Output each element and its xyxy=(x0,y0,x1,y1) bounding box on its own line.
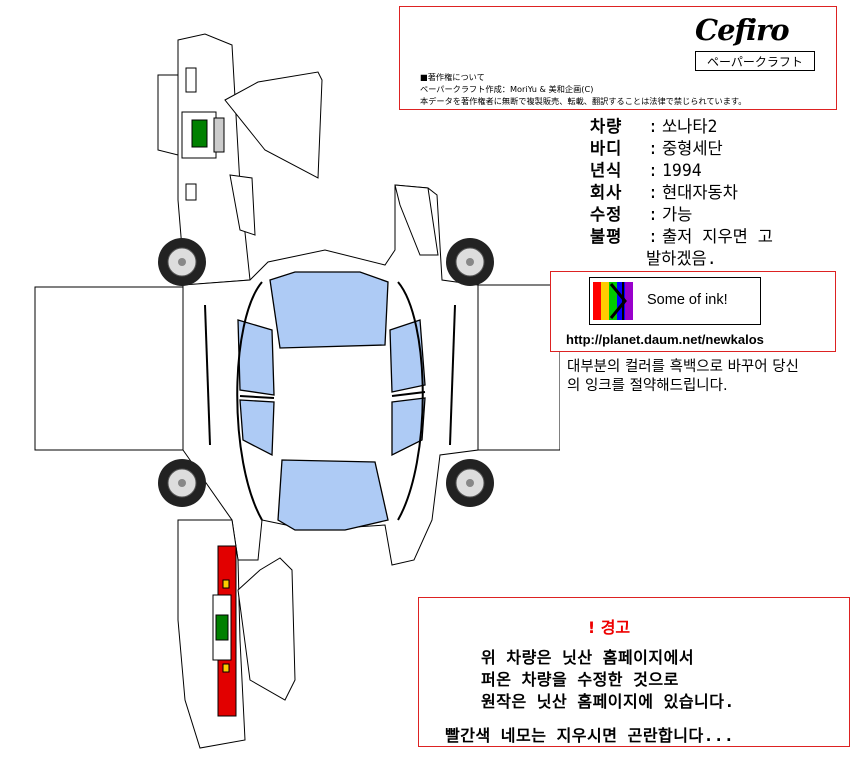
body-tab-right xyxy=(394,184,439,256)
warning-title: ! 경고 xyxy=(587,618,631,637)
spec-sep: : xyxy=(648,139,658,158)
spec-sep: : xyxy=(648,205,658,224)
spec-key: 불평 xyxy=(590,227,623,246)
papercraft-net xyxy=(34,33,560,749)
wheel-front-left xyxy=(158,238,206,286)
spec-sep: : xyxy=(648,117,658,136)
spec-sep: : xyxy=(648,183,658,202)
spec-key: 바디 xyxy=(590,139,623,158)
ink-label: Some of ink! xyxy=(647,292,728,308)
spec-row: 수정 : 가능 xyxy=(590,204,773,226)
front-tab-left xyxy=(157,74,179,156)
spec-key: 년식 xyxy=(590,161,623,180)
homepage-link[interactable]: http://planet.daum.net/newkalos xyxy=(566,332,764,347)
right-front-window xyxy=(389,319,426,393)
spec-value: 중형세단 xyxy=(662,139,723,158)
copyright-line: 本データを著作権者に無断で複製販売、転載、翻訳することは法律で禁じられています。 xyxy=(420,96,747,106)
spec-value: 현대자동차 xyxy=(662,183,738,202)
spec-key: 차량 xyxy=(590,117,623,136)
spec-key: 수정 xyxy=(590,205,623,224)
spec-row: 차량 : 쏘나타2 xyxy=(590,116,773,138)
main-body xyxy=(182,184,479,566)
spec-key: 회사 xyxy=(590,183,623,202)
cefiro-logo: Cefiro xyxy=(695,13,790,47)
front-windshield xyxy=(269,271,389,349)
spec-row: 년식 : 1994 xyxy=(590,160,773,182)
left-side-panel xyxy=(34,286,184,451)
front-grille xyxy=(181,67,225,201)
left-front-window xyxy=(237,319,275,396)
rear-bumper xyxy=(212,545,237,717)
right-rear-window xyxy=(391,397,426,457)
warning-line: 원작은 닛산 홈페이지에 있습니다. xyxy=(481,692,735,711)
papercraft-label: ペーパークラフト xyxy=(695,51,815,71)
copyright-text: ■著作権について ペーパークラフト作成：MoriYu & 美和企画(C) 本デー… xyxy=(420,71,746,107)
spec-continuation: 발하겠음. xyxy=(646,249,717,268)
spec-value: 출저 지우면 고 xyxy=(662,227,773,246)
warning-box: ! 경고 위 차량은 닛산 홈페이지에서 퍼온 차량을 수정한 것으로 원작은 … xyxy=(418,597,850,747)
warning-line: 빨간색 네모는 지우시면 곤란합니다... xyxy=(445,726,735,745)
copyright-line: ペーパークラフト作成：MoriYu & 美和企画(C) xyxy=(420,84,594,94)
spec-value: 가능 xyxy=(662,205,693,224)
spec-row: 바디 : 중형세단 xyxy=(590,138,773,160)
spec-value: 1994 xyxy=(662,161,702,180)
spec-sep: : xyxy=(648,161,658,180)
copyright-box: Cefiro ペーパークラフト ■著作権について ペーパークラフト作成：Mori… xyxy=(399,6,837,110)
warning-line: 위 차량은 닛산 홈페이지에서 xyxy=(481,648,695,667)
vehicle-spec-table: 차량 : 쏘나타2 바디 : 중형세단 년식 : 1994 회사 : 현대자동차… xyxy=(590,116,773,270)
right-side-panel xyxy=(477,284,560,451)
warning-line: 퍼온 차량을 수정한 것으로 xyxy=(481,670,679,689)
rear-license-plate xyxy=(215,614,229,641)
wheel-rear-right xyxy=(446,459,494,507)
spec-value: 쏘나타2 xyxy=(662,117,718,136)
wheel-rear-left xyxy=(158,459,206,507)
rear-flap-right xyxy=(237,557,296,701)
hood-flap-right xyxy=(224,71,323,179)
left-rear-window xyxy=(239,399,275,457)
copyright-line: ■著作権について xyxy=(420,72,485,82)
front-tab-lower xyxy=(229,174,256,236)
rear-windshield xyxy=(277,459,389,531)
spec-row: 불평 : 출저 지우면 고 xyxy=(590,226,773,248)
ink-note: 대부분의 컬러를 흑백으로 바꾸어 당신의 잉크를 절약해드립니다. xyxy=(567,359,799,394)
front-license-plate xyxy=(191,119,208,148)
spec-sep: : xyxy=(648,227,658,246)
ink-badge: Some of ink! xyxy=(589,277,761,325)
wheel-front-right xyxy=(446,238,494,286)
spec-row: 회사 : 현대자동차 xyxy=(590,182,773,204)
rainbow-ink-icon xyxy=(593,282,633,320)
ink-saver-box: Some of ink! http://planet.daum.net/newk… xyxy=(550,271,836,352)
